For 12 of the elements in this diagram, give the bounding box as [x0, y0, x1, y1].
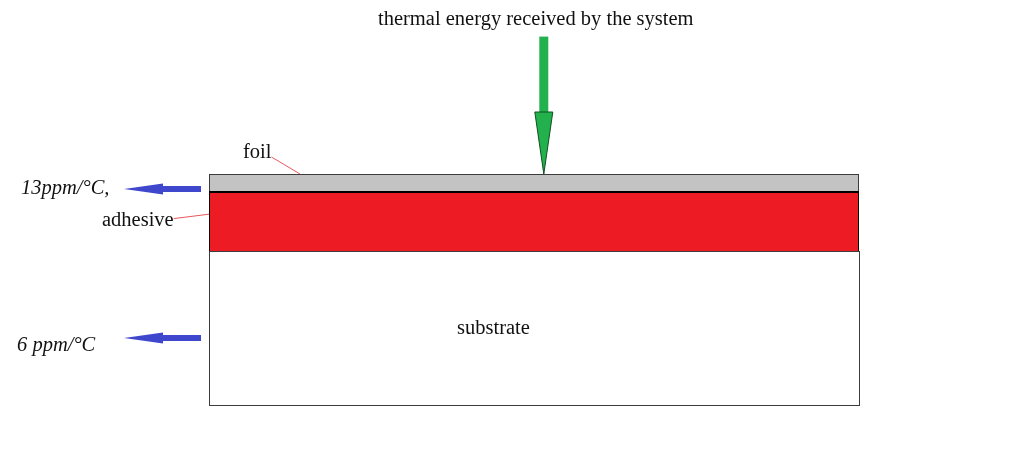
- heat-label: thermal energy received by the system: [378, 7, 694, 31]
- expansion-label: 6 ppm/°C: [17, 333, 96, 357]
- layer-label: adhesive: [102, 208, 174, 232]
- adhesive-layer: [209, 191, 859, 252]
- foil-layer: [209, 174, 859, 192]
- heat-arrow: [534, 36, 554, 175]
- leader-line: [271, 156, 301, 175]
- layer-label: foil: [243, 140, 272, 164]
- substrate-layer: [209, 251, 860, 406]
- expansion-label: 13ppm/°C,: [21, 176, 110, 200]
- leader-line: [173, 213, 210, 220]
- layer-label: substrate: [457, 316, 530, 340]
